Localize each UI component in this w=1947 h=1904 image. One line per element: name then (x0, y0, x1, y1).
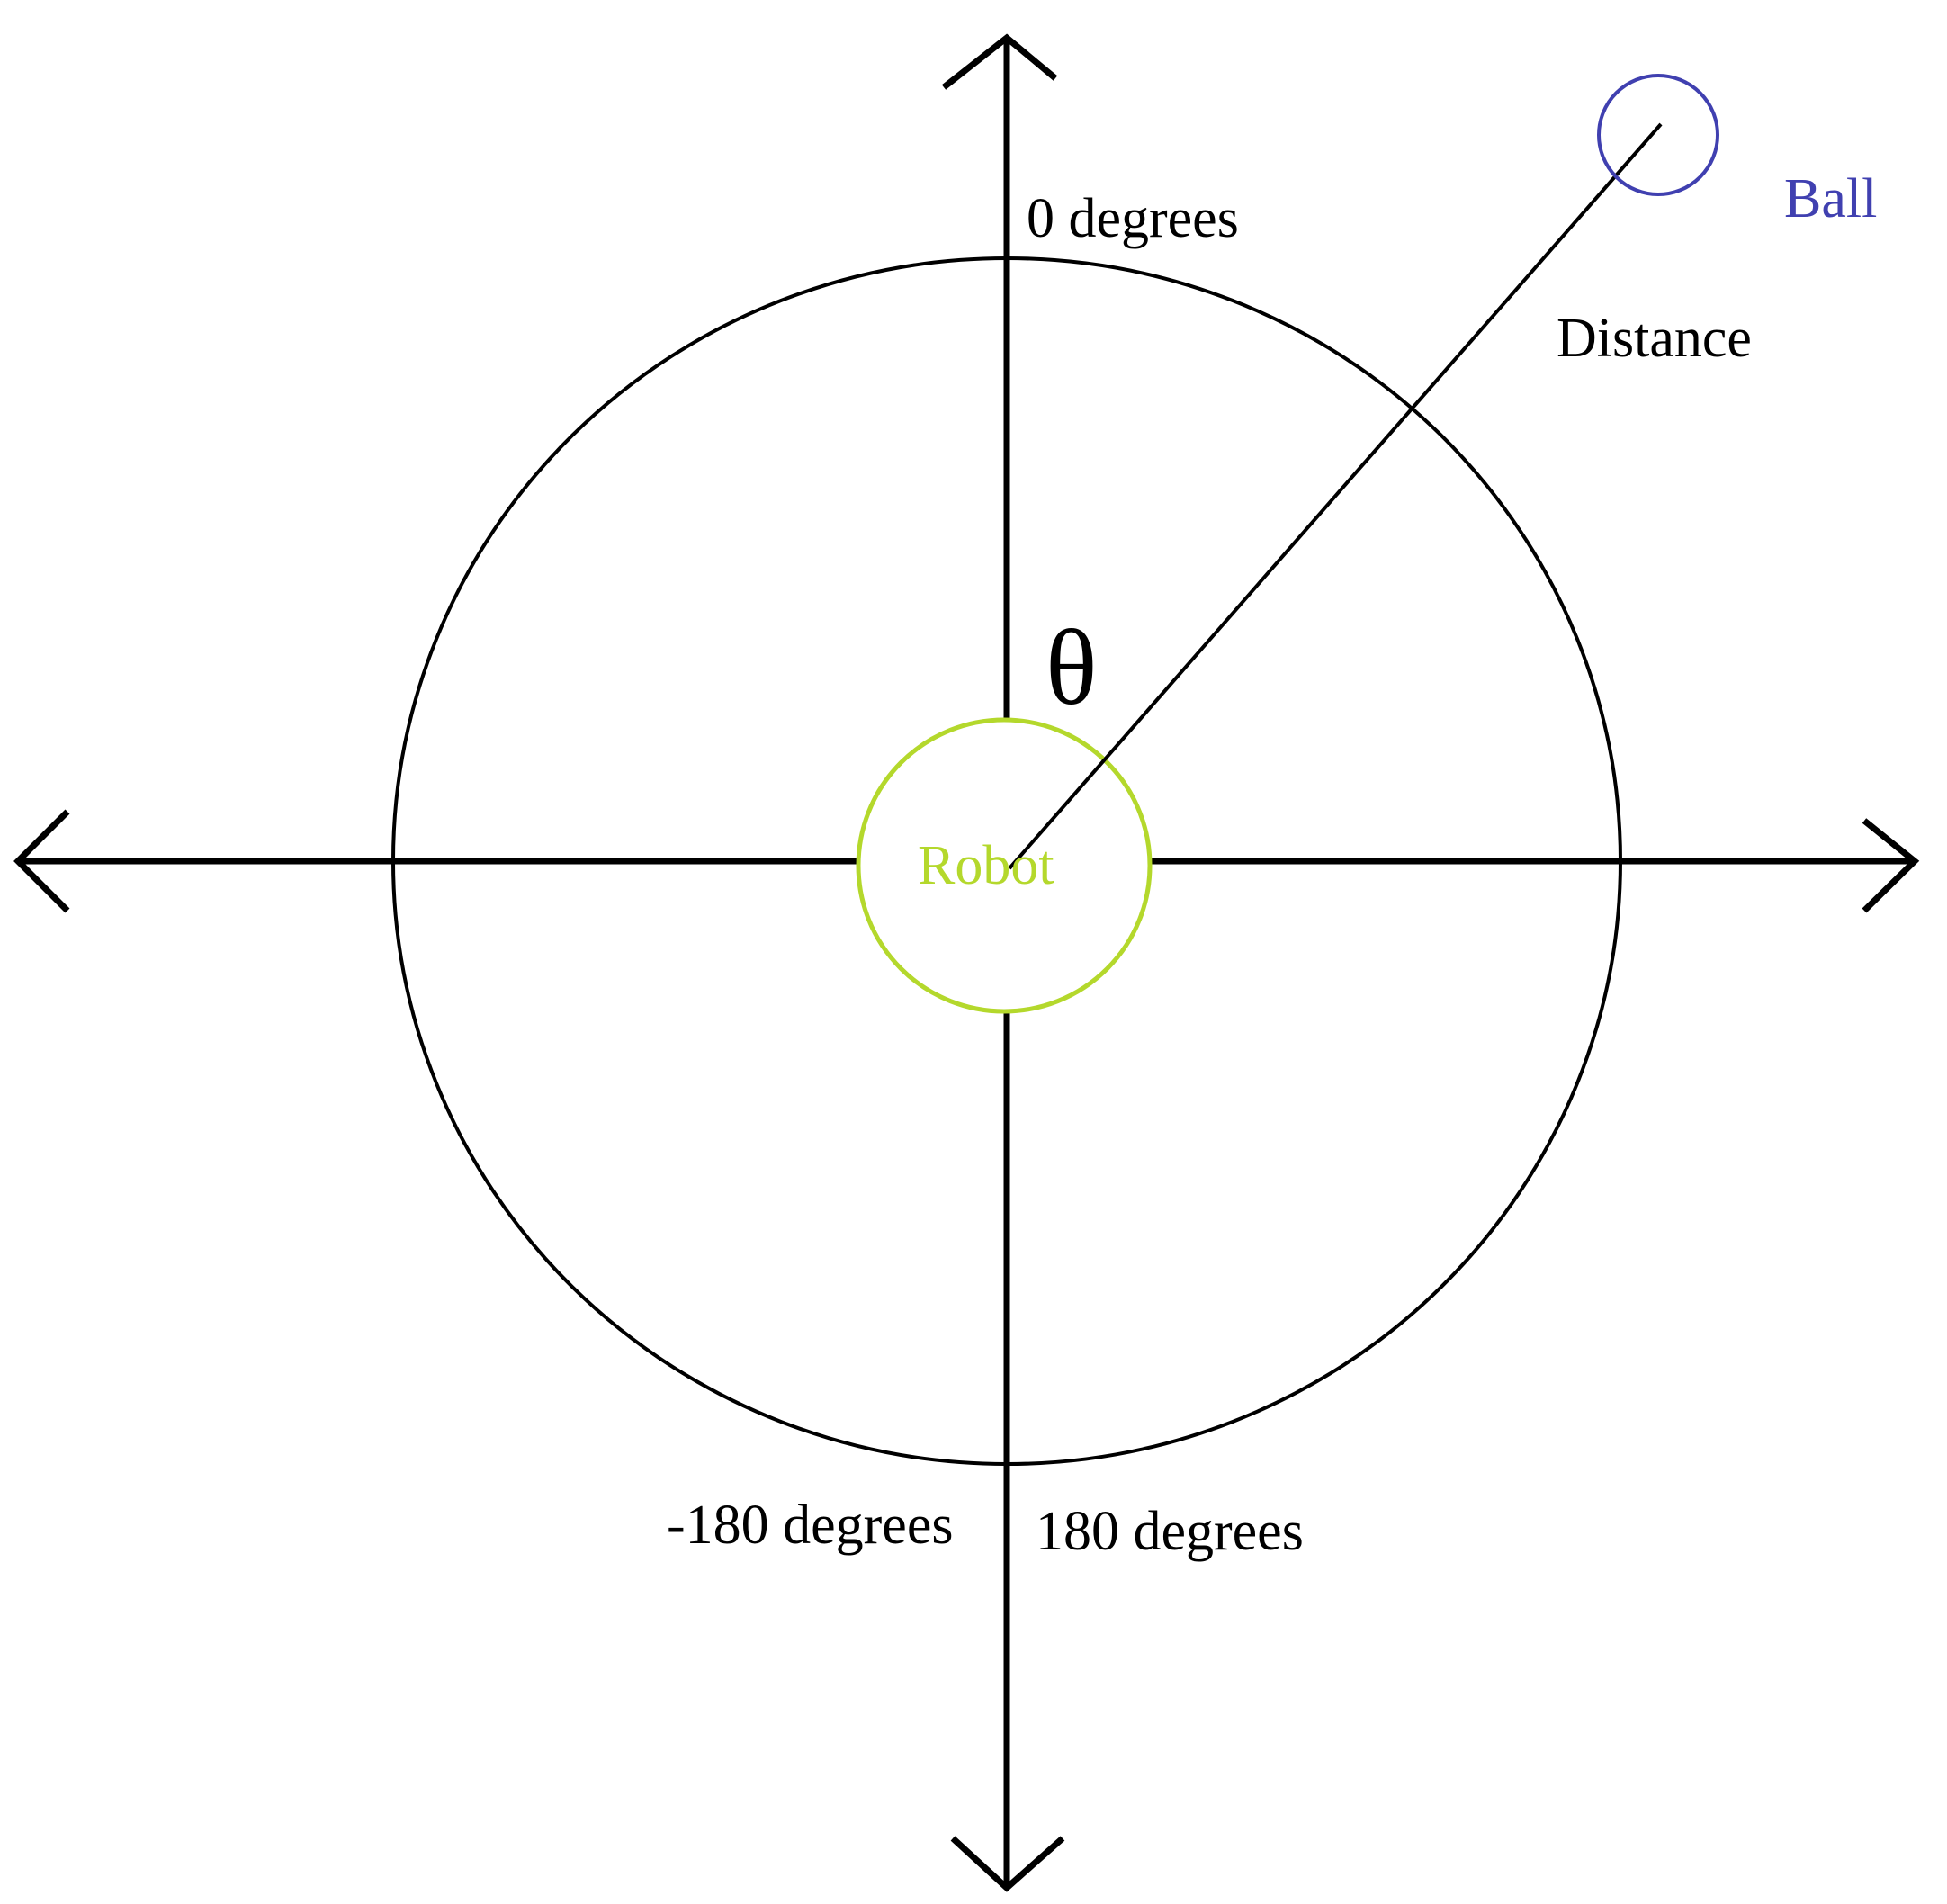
robot-label: Robot (918, 835, 1054, 896)
ball-circle (1597, 74, 1719, 196)
theta-label: θ (1045, 607, 1097, 727)
up-arrow-head (941, 33, 1058, 90)
left-arrow-head (13, 809, 70, 913)
distance-label: Distance (1557, 308, 1752, 369)
pos-180-degrees-label: 180 degrees (1036, 1501, 1304, 1562)
down-arrow-head (950, 1836, 1065, 1892)
distance-line (1008, 122, 1663, 870)
ball-label: Ball (1784, 168, 1877, 229)
neg-180-degees-label: -180 degrees (667, 1495, 953, 1556)
zero-degrees-label: 0 degrees (1027, 188, 1239, 249)
right-arrow-head (1862, 818, 1920, 913)
